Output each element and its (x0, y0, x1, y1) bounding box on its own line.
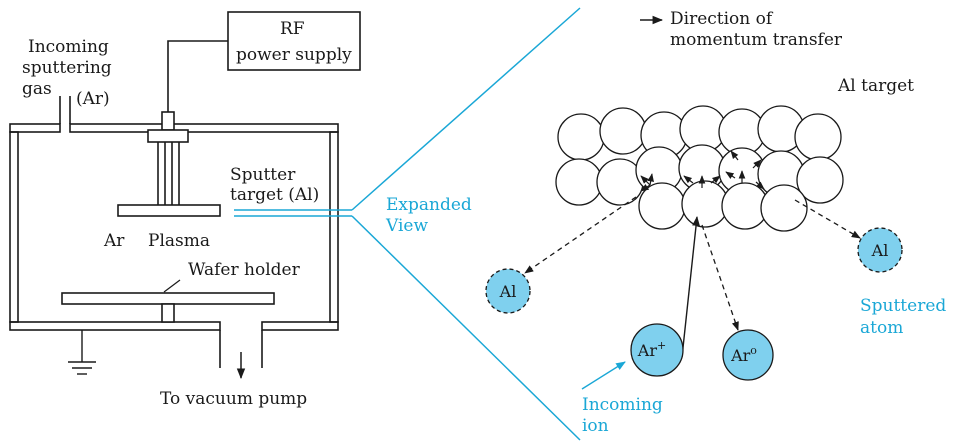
al-atom-left-label: Al (499, 282, 517, 301)
incoming-gas-label-2: sputtering (22, 58, 112, 78)
sputtered-al-right-path (794, 199, 861, 239)
chamber-top-wall-right (69, 123, 339, 133)
lattice-atom (796, 156, 844, 204)
incoming-ion-label-2: ion (582, 416, 609, 436)
ar-neutral-charge: o (750, 344, 757, 357)
expanded-view-label-1: Expanded (386, 195, 472, 215)
wafer-holder-label: Wafer holder (188, 260, 301, 280)
lattice-atom (555, 158, 603, 206)
target-flange (147, 129, 189, 143)
reflected-neutral-path (701, 224, 739, 331)
sputtered-al-left-path (524, 196, 637, 274)
chamber-top-wall-left (9, 123, 61, 133)
al-target-label: Al target (837, 76, 914, 96)
ar-ion-label: Ar+ (637, 339, 666, 360)
ar-neutral-label: Aro (730, 344, 757, 365)
expanded-view-lines (234, 7, 581, 441)
ar-ion-symbol: Ar (637, 341, 658, 360)
wafer-holder (61, 292, 275, 323)
al-target-lattice (555, 105, 844, 232)
expanded-view-label-2: View (385, 216, 428, 236)
al-atom-right: Al (857, 227, 903, 273)
ar-ion-charge: + (657, 339, 666, 352)
chamber-right-wall (329, 131, 339, 323)
sputtered-atom-label-2: atom (860, 318, 903, 338)
incoming-gas-label-1: Incoming (28, 37, 109, 57)
chamber-bottom-wall-left (9, 321, 221, 331)
lattice-atom (794, 113, 842, 161)
plasma-label: Plasma (148, 231, 210, 251)
vacuum-chamber (9, 96, 339, 368)
incoming-ion-pointer (581, 361, 626, 390)
sputtered-atom-label-1: Sputtered (860, 296, 946, 316)
ion-trajectory (681, 216, 700, 358)
lattice-atom (638, 182, 686, 230)
vacuum-pump-label: To vacuum pump (160, 389, 307, 409)
chamber-bottom-wall-right (261, 321, 339, 331)
al-atom-right-label: Al (871, 241, 889, 260)
ar-label: Ar (103, 231, 125, 251)
rf-power-supply (167, 11, 361, 112)
wafer-holder-plate (61, 292, 275, 305)
ar-neutral-symbol: Ar (730, 346, 751, 365)
momentum-arrows (640, 150, 765, 192)
al-atom-left: Al (485, 268, 531, 314)
rf-label-1: RF (280, 19, 305, 39)
lattice-atom (557, 113, 605, 161)
lattice-atom (599, 107, 647, 155)
ar-neutral: Aro (722, 329, 774, 381)
sputter-target-label-1: Sputter (230, 165, 296, 185)
direction-label-2: momentum transfer (670, 30, 843, 50)
wafer-holder-post (161, 303, 175, 323)
rf-label-2: power supply (236, 45, 352, 65)
incoming-gas-label-3b: (Ar) (76, 89, 110, 109)
rf-cable (167, 40, 228, 112)
target-plate (117, 204, 221, 217)
incoming-gas-label-3a: gas (22, 79, 52, 99)
ground-icon (68, 330, 96, 375)
chamber-left-wall (9, 131, 19, 323)
sputter-target-label-2: target (Al) (230, 185, 319, 205)
target-feedthrough (161, 111, 175, 131)
incoming-ion-label-1: Incoming (582, 395, 663, 415)
wafer-holder-leader (163, 279, 181, 293)
sputter-target (117, 111, 221, 217)
lattice-atom (760, 184, 808, 232)
direction-label-1: Direction of (670, 9, 774, 29)
ar-ion: Ar+ (630, 323, 684, 377)
lattice-atom (681, 180, 729, 228)
